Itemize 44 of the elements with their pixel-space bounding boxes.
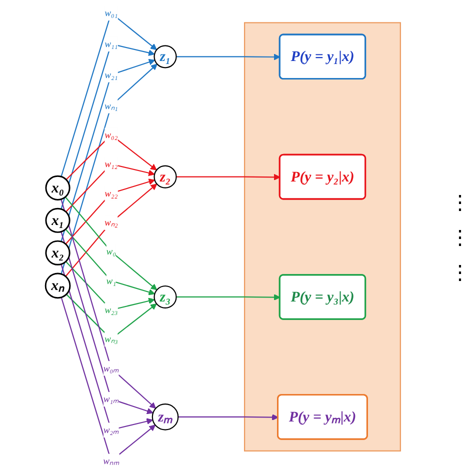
node-circle: x₀: [45, 175, 70, 200]
arrow: [65, 184, 158, 277]
node-circle: zₘ: [152, 404, 179, 430]
arrow: [178, 414, 278, 420]
arrow: [60, 232, 154, 414]
node-circle: z₁: [154, 45, 177, 68]
arrow: [176, 54, 280, 60]
node-circle: z₃: [154, 285, 177, 309]
arrow: [176, 294, 280, 301]
edge-label: w₀ₘ: [103, 362, 120, 374]
edge-label: w₂₃: [104, 304, 118, 316]
ellipsis: ⋮: [450, 190, 470, 214]
node-circle: xₙ: [44, 272, 71, 299]
edge-label: w₁: [106, 275, 116, 286]
arrow: [64, 196, 158, 290]
edge-label: w₁₁: [104, 38, 118, 50]
edge-label: w₁₂: [104, 158, 118, 170]
ellipsis: ⋮: [450, 260, 470, 284]
cluster: [244, 22, 401, 452]
edge-label: w₁ₘ: [103, 393, 120, 404]
arrow: [66, 163, 155, 212]
edge-label: w₀: [106, 246, 116, 257]
arrow: [65, 178, 156, 244]
arrow: [60, 43, 155, 210]
ellipsis: ⋮: [450, 226, 470, 250]
edge-label: w₀₁: [104, 7, 118, 18]
node-circle: x₂: [45, 240, 70, 266]
arrow: [176, 174, 280, 180]
arrow: [60, 264, 154, 431]
arrow: [60, 199, 156, 409]
edge-label: w₂ₘ: [103, 424, 120, 436]
edge-label: w₂₂: [104, 188, 118, 199]
edge-label: wₙ₂: [104, 216, 118, 228]
edge-label: wₙₘ: [103, 455, 120, 466]
node-circle: x₁: [45, 208, 70, 233]
edge-label: wₙ₁: [104, 100, 118, 112]
edge-label: wₙ₃: [104, 333, 118, 344]
edge-label: w₂₁: [104, 69, 118, 80]
arrow: [60, 64, 158, 274]
arrow: [60, 58, 156, 242]
node-circle: z₂: [154, 165, 177, 188]
edge-label: w₀₂: [104, 129, 118, 140]
arrow: [65, 228, 156, 296]
arrow: [65, 261, 155, 311]
